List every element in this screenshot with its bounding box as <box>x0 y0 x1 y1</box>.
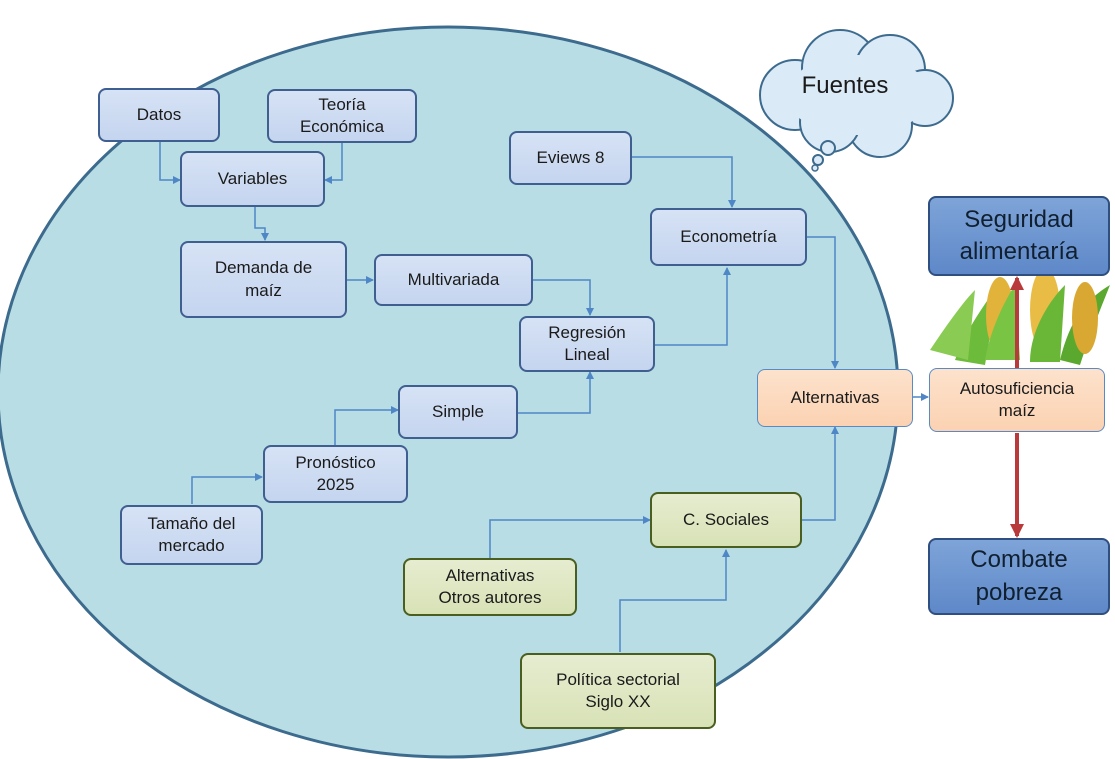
node-variables-label: Variables <box>217 168 288 188</box>
connectors <box>159 142 929 652</box>
connector-regresion-econometria <box>655 267 731 346</box>
node-eviews-label: Eviews 8 <box>536 147 605 167</box>
node-seguridad-alimentaria: Seguridad alimentaría <box>928 196 1110 276</box>
node-econometria-label: Econometría <box>680 226 777 246</box>
node-tamano-line2: mercado <box>158 536 225 555</box>
connector-teoria-variables <box>324 142 343 184</box>
node-c-sociales-label: C. Sociales <box>683 509 769 529</box>
node-autosuficiencia-line1: Autosuficiencia <box>959 378 1075 398</box>
connector-csociales-alternativas <box>802 426 839 521</box>
node-combate-line2: pobreza <box>975 578 1063 606</box>
node-alt-otros-line1: Alternativas <box>445 565 535 585</box>
node-datos-label: Datos <box>136 104 182 124</box>
node-pronostico-line2: 2025 <box>316 475 355 494</box>
connector-politica-csociales <box>619 549 730 652</box>
node-c-sociales: C. Sociales <box>650 492 802 548</box>
node-econometria: Econometría <box>650 208 807 266</box>
node-variables: Variables <box>180 151 325 207</box>
node-combate-line1: Combate <box>970 546 1068 574</box>
corn-illustration <box>930 268 1110 365</box>
node-autosuficiencia: Autosuficiencia maíz <box>929 368 1105 432</box>
node-politica-line1: Política sectorial <box>556 669 680 689</box>
node-eviews: Eviews 8 <box>509 131 632 185</box>
fuentes-label: Fuentes <box>801 72 889 99</box>
node-alternativas-otros: Alternativas Otros autores <box>403 558 577 616</box>
connector-eviews-econometria <box>632 156 736 208</box>
connector-multivariada-regresion <box>533 279 594 316</box>
node-politica-sectorial: Política sectorial Siglo XX <box>520 653 716 729</box>
node-politica-line2: Siglo XX <box>585 692 651 711</box>
node-multivariada: Multivariada <box>374 254 533 306</box>
node-demanda-line1: Demanda de <box>214 258 313 278</box>
node-alt-otros-line2: Otros autores <box>438 588 542 607</box>
node-tamano-line1: Tamaño del <box>147 513 236 533</box>
node-pronostico-line1: Pronóstico <box>295 452 376 472</box>
node-combate-pobreza: Combate pobreza <box>928 538 1110 615</box>
node-multivariada-label: Multivariada <box>407 269 500 289</box>
node-teoria-line2: Económica <box>299 117 385 136</box>
node-regresion-line2: Lineal <box>564 345 610 364</box>
node-simple: Simple <box>398 385 518 439</box>
connector-simple-regresion <box>518 371 594 414</box>
fuentes-cloud <box>759 29 954 172</box>
node-demanda-maiz: Demanda de maíz <box>180 241 347 318</box>
node-pronostico: Pronóstico 2025 <box>263 445 408 503</box>
node-demanda-line2: maíz <box>245 280 282 300</box>
connector-variables-demanda <box>254 207 269 241</box>
node-teoria-line1: Teoría <box>318 94 366 114</box>
node-tamano-mercado: Tamaño del mercado <box>120 505 263 565</box>
connector-datos-variables <box>159 142 181 184</box>
node-teoria-economica: Teoría Económica <box>267 89 417 143</box>
node-regresion-lineal: Regresión Lineal <box>519 316 655 372</box>
node-autosuficiencia-line2: maíz <box>998 401 1036 420</box>
node-seguridad-line2: alimentaría <box>959 238 1079 265</box>
node-regresion-line1: Regresión <box>548 322 626 342</box>
node-seguridad-line1: Seguridad <box>964 205 1074 233</box>
connector-econometria-alternativas <box>807 236 839 369</box>
connector-pronostico-simple <box>334 406 399 445</box>
connector-altotros-csociales <box>489 516 651 558</box>
node-datos: Datos <box>98 88 220 142</box>
node-alternativas-label: Alternativas <box>790 387 880 407</box>
node-alternativas: Alternativas <box>757 369 913 427</box>
connector-tamano-pronostico <box>191 473 263 504</box>
node-simple-label: Simple <box>432 401 484 421</box>
